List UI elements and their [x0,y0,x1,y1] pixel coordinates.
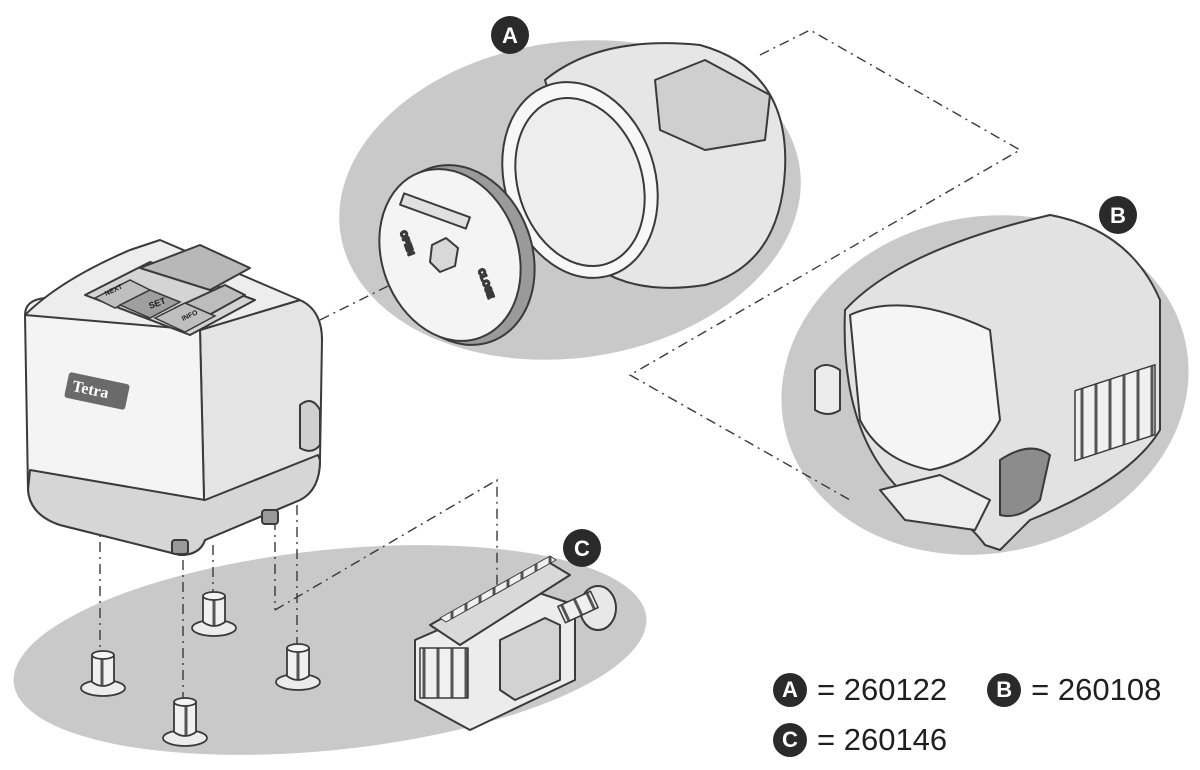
callout-badge-b: B [1099,196,1137,234]
part-a-drum-lid: OPEN CLOSE [378,164,536,346]
part-b-cover [814,214,1161,551]
screw-2 [191,591,237,637]
part-c-screws [80,591,321,747]
legend-badge-c: C [773,723,807,757]
part-c-clamp [414,555,617,731]
legend-part-number-c: = 260146 [817,722,948,757]
callout-badge-a-letter: A [502,23,518,48]
callout-badge-b-letter: B [1110,203,1126,228]
control-buttons: SET NEXT INFO [93,279,217,333]
screw-3 [275,643,321,691]
legend-part-number-b: = 260108 [1031,672,1162,707]
legend-badge-a: A [773,673,807,707]
legend-row-bottom: C = 260146 [773,722,987,758]
screw-1 [80,650,126,697]
legend-item-b: B = 260108 [987,672,1161,708]
legend-badge-b: B [987,673,1022,707]
feeder-device [24,239,323,556]
screw-4 [162,697,208,747]
legend-row-top: A = 260122 B = 260108 [773,672,1161,708]
callout-badge-c: C [563,529,601,567]
legend-item-c: C = 260146 [773,722,947,758]
legend-item-a: A = 260122 [773,672,947,708]
callout-badge-c-letter: C [574,536,590,561]
brand-logo: Tetra [64,372,130,410]
part-a-drum [501,42,787,289]
legend-part-number-a: = 260122 [817,672,948,707]
callout-badge-a: A [491,16,529,54]
